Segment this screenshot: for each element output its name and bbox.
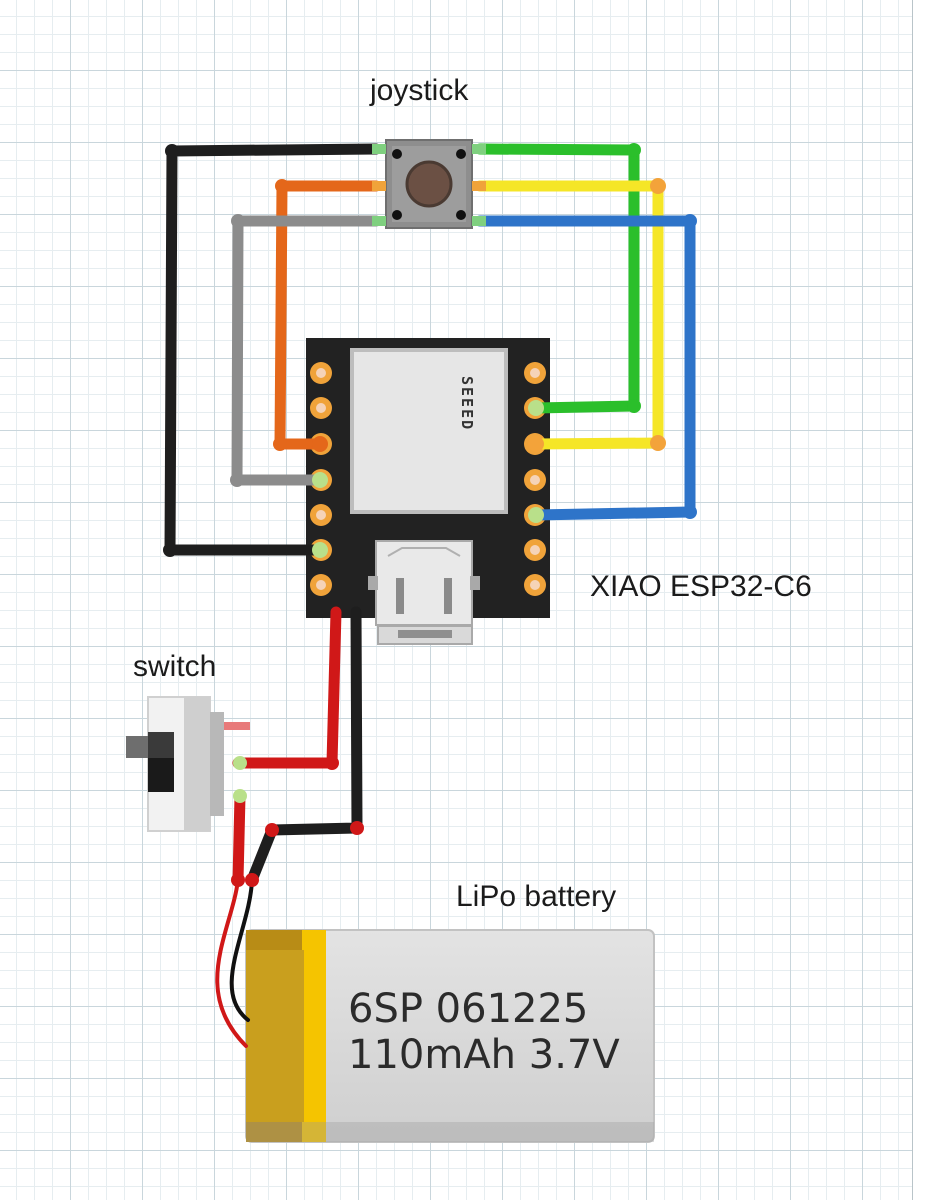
battery-marking-line2: 110mAh 3.7V (348, 1032, 620, 1078)
wires (164, 143, 696, 886)
wire-blue[interactable] (474, 215, 696, 521)
label-switch: switch (133, 650, 217, 683)
battery-marking-line1: 6SP 061225 (348, 986, 588, 1032)
slide-switch[interactable] (126, 696, 250, 832)
wire-gray[interactable] (231, 215, 382, 486)
label-battery: LiPo battery (456, 880, 617, 913)
board-brand: SEEED (458, 376, 476, 431)
usb-connector (368, 540, 480, 645)
wire-yellow[interactable] (474, 180, 664, 450)
label-board: XIAO ESP32-C6 (590, 570, 812, 603)
wire-black-battery[interactable] (246, 606, 363, 886)
wire-red-power[interactable] (232, 606, 342, 769)
wire-orange[interactable] (274, 180, 382, 450)
wire-green[interactable] (474, 143, 640, 414)
label-joystick: joystick (370, 74, 469, 107)
xiao-esp32-c6-board[interactable]: SEEED (306, 338, 550, 645)
battery-leads (215, 873, 259, 1048)
wire-black-gnd[interactable] (164, 143, 382, 556)
wire-joints (163, 143, 697, 837)
wire-red-switch-battery[interactable] (232, 790, 246, 886)
joystick-button[interactable] (372, 139, 486, 229)
lipo-battery[interactable]: 6SP 061225 110mAh 3.7V (245, 929, 655, 1143)
canvas-edge (912, 0, 946, 1200)
